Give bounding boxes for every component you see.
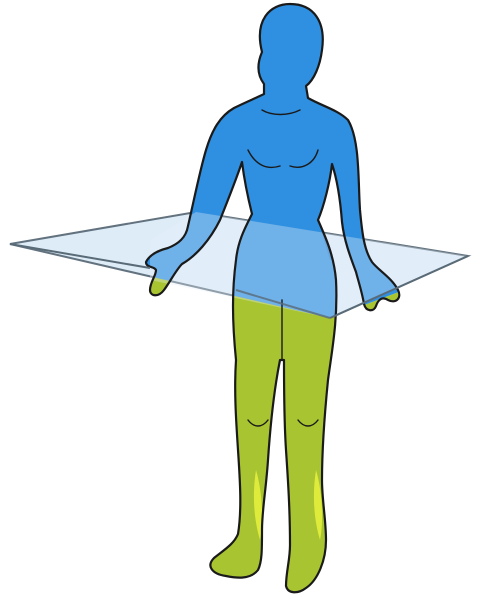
transverse-plane-figure xyxy=(0,0,494,611)
